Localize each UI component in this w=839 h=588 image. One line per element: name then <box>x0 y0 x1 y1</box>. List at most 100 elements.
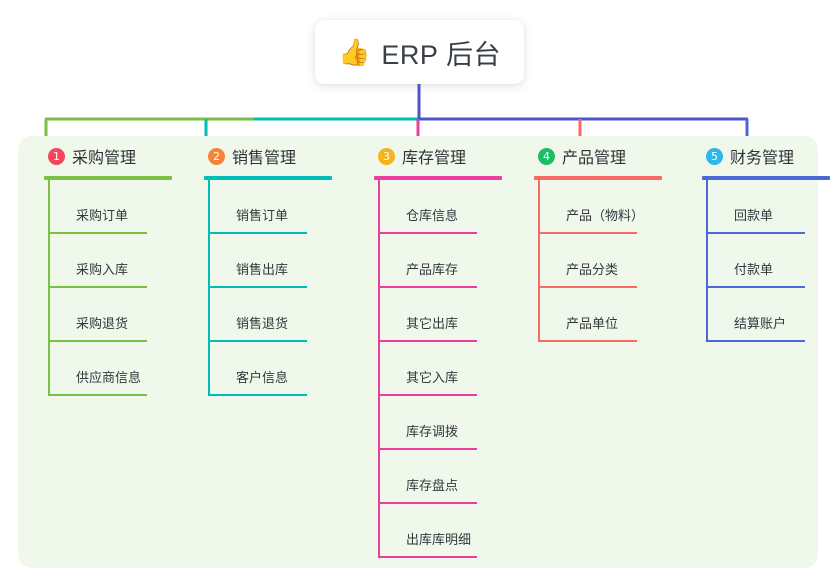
branch-underline-3 <box>374 176 502 180</box>
branch-header-3[interactable]: 3 库存管理 <box>358 143 518 169</box>
branch-item-label: 产品单位 <box>566 316 619 331</box>
branch-underline-1 <box>44 176 172 180</box>
branch-column-1: 1 采购管理采购订单采购入库采购退货供应商信息 <box>28 143 188 396</box>
branch-item[interactable]: 采购入库 <box>48 234 188 288</box>
branch-badge-2: 2 <box>208 147 225 165</box>
branch-item-underline <box>48 232 147 234</box>
branch-column-4: 4 产品管理产品（物料） 产品分类产品单位 <box>518 143 678 342</box>
branch-item[interactable]: 付款单 <box>706 234 839 288</box>
branch-item[interactable]: 仓库信息 <box>378 180 518 234</box>
branch-item-underline <box>538 340 637 342</box>
branch-item-label: 其它入库 <box>406 370 459 385</box>
branch-item-underline <box>208 232 307 234</box>
branch-item-label: 采购退货 <box>76 316 129 331</box>
branch-item-label: 客户信息 <box>236 370 289 385</box>
thumbs-up-icon: 👍 <box>338 37 371 67</box>
branch-item-underline <box>48 394 147 396</box>
branch-item-underline <box>48 286 147 288</box>
branches-panel <box>18 136 818 568</box>
branch-item-label: 产品（物料） <box>566 208 645 223</box>
branch-item[interactable]: 产品单位 <box>538 288 678 342</box>
root-node-title: ERP 后台 <box>381 39 501 70</box>
branch-item-list-2: 销售订单销售出库销售退货客户信息 <box>208 180 348 396</box>
branch-badge-3: 3 <box>378 147 395 165</box>
branch-item[interactable]: 产品分类 <box>538 234 678 288</box>
branch-item[interactable]: 采购退货 <box>48 288 188 342</box>
branch-item[interactable]: 销售出库 <box>208 234 348 288</box>
branch-item-underline <box>706 340 805 342</box>
branch-item-list-3: 仓库信息产品库存其它出库其它入库库存调拨库存盘点出库库明细 <box>378 180 518 558</box>
branch-item-label: 采购入库 <box>76 262 129 277</box>
branch-item[interactable]: 其它入库 <box>378 342 518 396</box>
branch-item[interactable]: 销售订单 <box>208 180 348 234</box>
branch-column-3: 3 库存管理仓库信息产品库存其它出库其它入库库存调拨库存盘点出库库明细 <box>358 143 518 558</box>
branch-item-underline <box>378 556 477 558</box>
branch-title-2: 销售管理 <box>232 150 297 167</box>
branch-item-underline <box>208 286 307 288</box>
branch-item-label: 销售出库 <box>236 262 289 277</box>
branch-item-label: 采购订单 <box>76 208 129 223</box>
branch-item-underline <box>378 448 477 450</box>
branch-item-underline <box>538 286 637 288</box>
branch-item[interactable]: 采购订单 <box>48 180 188 234</box>
branch-item-underline <box>378 340 477 342</box>
branch-item[interactable]: 产品（物料） <box>538 180 678 234</box>
branch-item-label: 供应商信息 <box>76 370 142 385</box>
branch-badge-5: 5 <box>706 147 723 165</box>
branch-item-underline <box>378 502 477 504</box>
branch-item-underline <box>378 394 477 396</box>
branch-badge-1: 1 <box>48 147 65 165</box>
branch-spine-5 <box>706 180 708 342</box>
branch-item-label: 仓库信息 <box>406 208 459 223</box>
branch-item[interactable]: 结算账户 <box>706 288 839 342</box>
branch-title-1: 采购管理 <box>72 150 137 167</box>
branch-underline-4 <box>534 176 662 180</box>
branch-item[interactable]: 销售退货 <box>208 288 348 342</box>
branch-item-label: 库存盘点 <box>406 478 459 493</box>
branch-item[interactable]: 产品库存 <box>378 234 518 288</box>
branch-header-5[interactable]: 5 财务管理 <box>686 143 839 169</box>
branch-title-5: 财务管理 <box>730 150 795 167</box>
branch-item[interactable]: 其它出库 <box>378 288 518 342</box>
branch-item-underline <box>378 286 477 288</box>
branch-title-3: 库存管理 <box>402 150 467 167</box>
branch-item-label: 产品库存 <box>406 262 459 277</box>
branch-title-4: 产品管理 <box>562 150 627 167</box>
branch-column-5: 5 财务管理回款单付款单结算账户 <box>686 143 839 342</box>
branch-item-label: 库存调拨 <box>406 424 459 439</box>
branch-item-underline <box>706 232 805 234</box>
branch-item[interactable]: 库存盘点 <box>378 450 518 504</box>
branch-spine-4 <box>538 180 540 342</box>
branch-item-label: 付款单 <box>734 262 774 277</box>
branch-item-label: 其它出库 <box>406 316 459 331</box>
branch-item-underline <box>48 340 147 342</box>
branch-header-4[interactable]: 4 产品管理 <box>518 143 678 169</box>
branch-item-label: 回款单 <box>734 208 774 223</box>
branch-item-list-5: 回款单付款单结算账户 <box>706 180 839 342</box>
branch-underline-5 <box>702 176 830 180</box>
branch-item[interactable]: 客户信息 <box>208 342 348 396</box>
branch-item[interactable]: 回款单 <box>706 180 839 234</box>
branch-item-underline <box>208 340 307 342</box>
branch-item[interactable]: 供应商信息 <box>48 342 188 396</box>
branch-header-1[interactable]: 1 采购管理 <box>28 143 188 169</box>
branch-item[interactable]: 库存调拨 <box>378 396 518 450</box>
branch-item-label: 结算账户 <box>734 316 787 331</box>
branch-badge-4: 4 <box>538 147 555 165</box>
branch-spine-3 <box>378 180 380 558</box>
branch-item-list-4: 产品（物料） 产品分类产品单位 <box>538 180 678 342</box>
branch-item[interactable]: 出库库明细 <box>378 504 518 558</box>
branch-item-label: 销售订单 <box>236 208 289 223</box>
branch-item-label: 出库库明细 <box>406 532 472 547</box>
branch-item-underline <box>378 232 477 234</box>
branch-header-2[interactable]: 2 销售管理 <box>188 143 348 169</box>
branch-spine-2 <box>208 180 210 396</box>
branch-underline-2 <box>204 176 332 180</box>
root-node[interactable]: 👍 ERP 后台 <box>315 20 524 84</box>
branch-item-underline <box>706 286 805 288</box>
branch-item-underline <box>538 232 637 234</box>
branch-item-list-1: 采购订单采购入库采购退货供应商信息 <box>48 180 188 396</box>
branch-item-label: 销售退货 <box>236 316 289 331</box>
branch-item-label: 产品分类 <box>566 262 619 277</box>
